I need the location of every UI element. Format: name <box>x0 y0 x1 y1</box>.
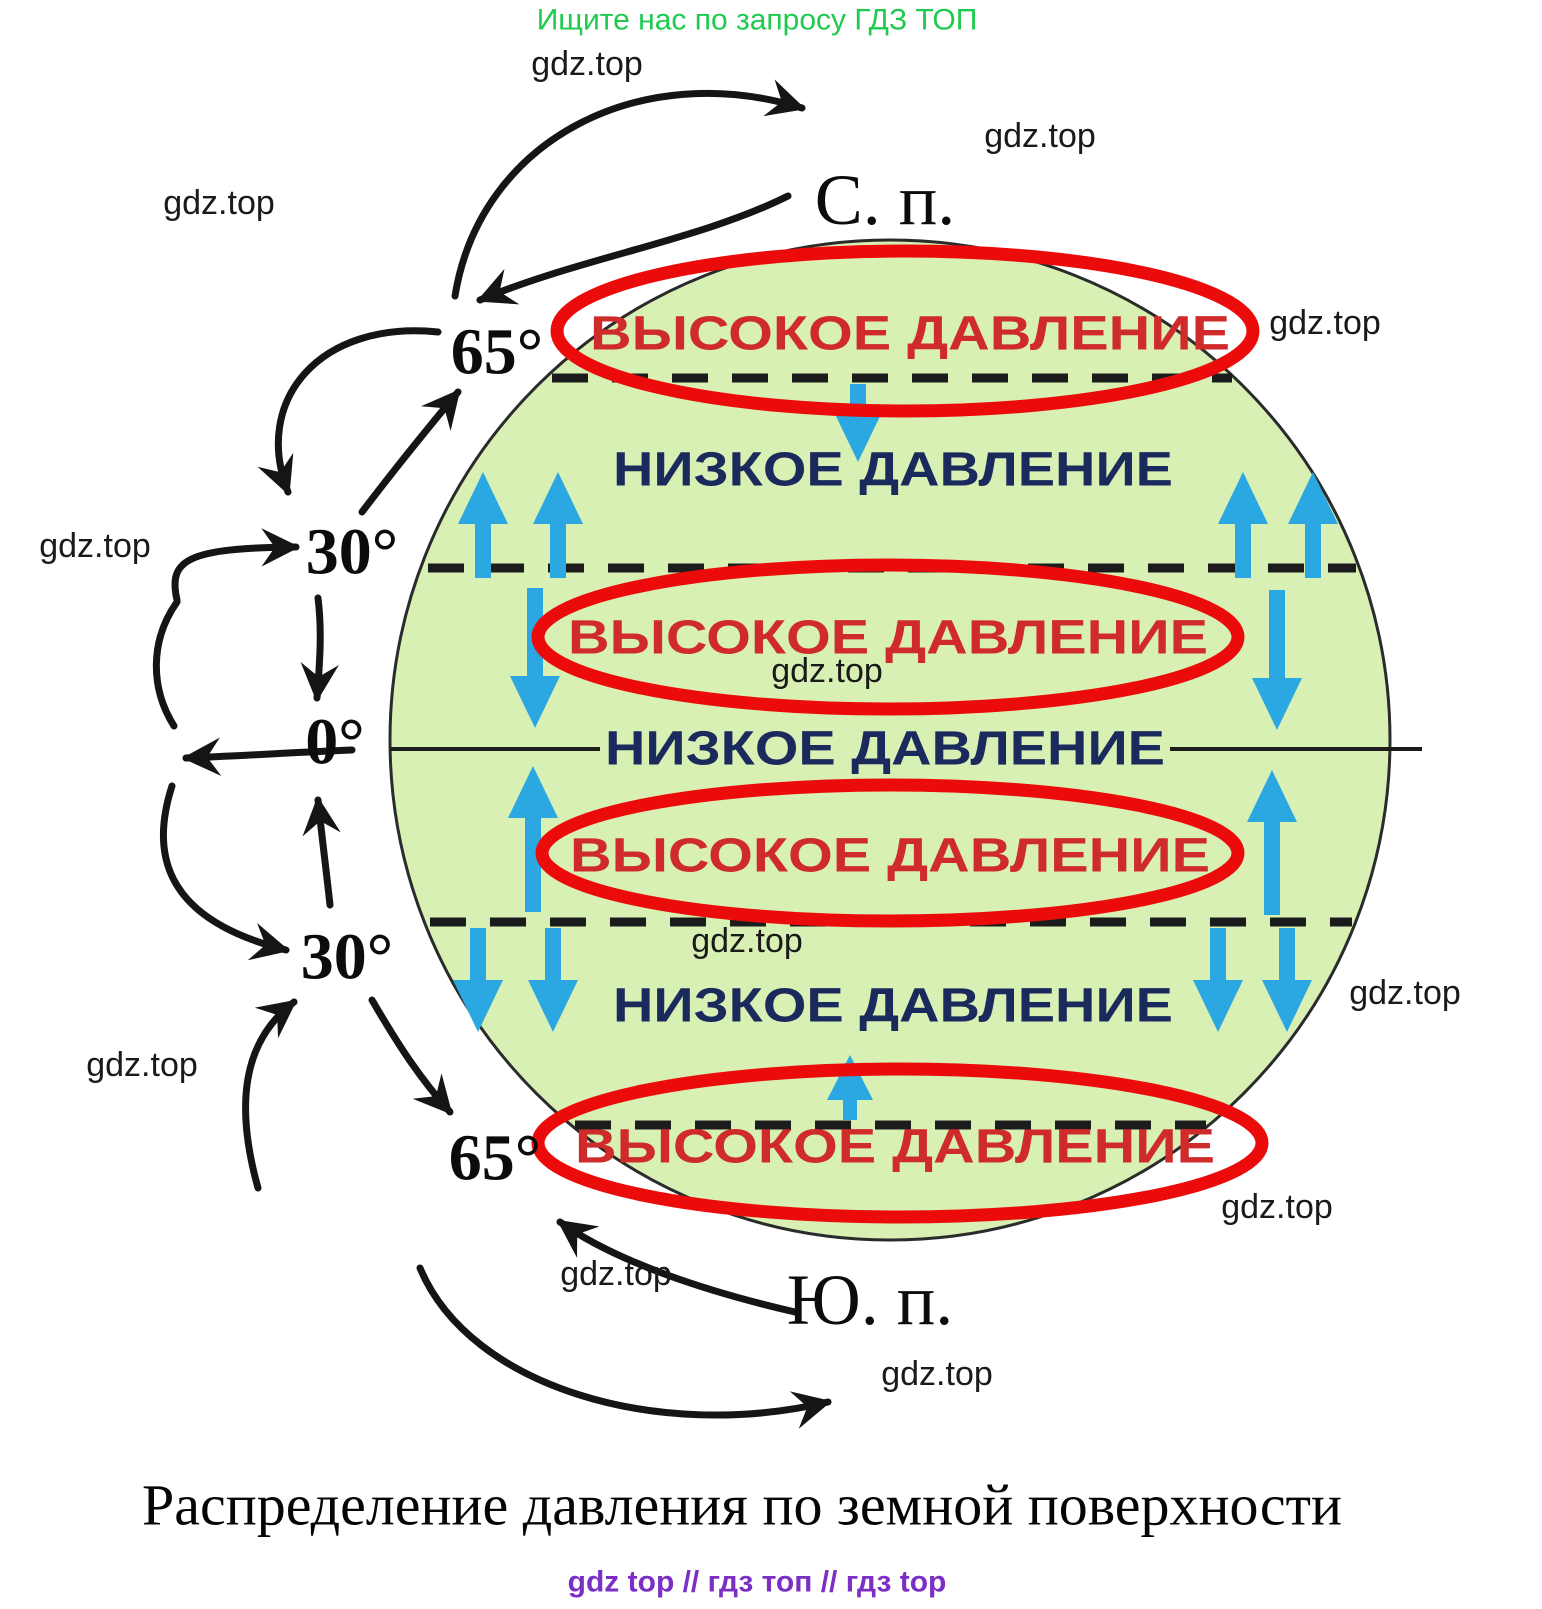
latitude-label-65n: 65° <box>451 316 543 389</box>
footer-text: gdz top // гдз топ // гдз top <box>568 1566 947 1599</box>
circulation-arrow-30n-to-65n <box>358 388 462 516</box>
circulation-arrow-65n-to-npole <box>451 79 806 300</box>
high-pressure-ellipse-65n <box>550 244 1260 418</box>
downdraft-arrow-30s-left-1 <box>453 928 503 1032</box>
latitude-label-30s: 30° <box>301 921 393 994</box>
circulation-arrow-npole-to-65n <box>476 192 792 305</box>
latitude-lines <box>428 373 1356 1130</box>
pressure-labels: ВЫСОКОЕ ДАВЛЕНИЕ НИЗКОЕ ДАВЛЕНИЕ ВЫСОКОЕ… <box>568 308 1230 1174</box>
updraft-arrow-equator-right <box>1247 770 1297 915</box>
high-pressure-label-65n: ВЫСОКОЕ ДАВЛЕНИЕ <box>590 308 1230 361</box>
circulation-arrow-30s-to-65s <box>368 996 454 1116</box>
pressure-belt-ellipses <box>531 244 1269 1224</box>
high-pressure-label-30s: ВЫСОКОЕ ДАВЛЕНИЕ <box>570 830 1210 883</box>
watermark-text: gdz.top <box>1269 304 1381 342</box>
low-pressure-label-n: НИЗКОЕ ДАВЛЕНИЕ <box>613 444 1173 497</box>
air-flow-arrows <box>453 384 1338 1120</box>
downdraft-arrow-30s-left-2 <box>528 928 578 1032</box>
circulation-arrow-spole-to-65s <box>556 1218 799 1316</box>
updraft-arrow-30n-right-2 <box>1288 472 1338 578</box>
downdraft-arrow-polar-n <box>833 384 883 462</box>
watermark-text: gdz.top <box>163 184 275 222</box>
watermark-text: gdz.top <box>771 652 883 690</box>
downdraft-arrow-30s-right-1 <box>1193 928 1243 1032</box>
high-pressure-ellipse-65s <box>531 1062 1269 1224</box>
downdraft-arrow-equator-right <box>1252 590 1302 730</box>
latitude-label-0: 0° <box>305 706 364 779</box>
updraft-arrow-polar-s <box>827 1055 873 1120</box>
promo-text: Ищите нас по запросу ГДЗ ТОП <box>537 4 978 37</box>
low-pressure-label-s: НИЗКОЕ ДАВЛЕНИЕ <box>613 980 1173 1033</box>
watermark-text: gdz.top <box>531 45 643 83</box>
circulation-arc-30n-0 <box>152 598 181 730</box>
high-pressure-label-65s: ВЫСОКОЕ ДАВЛЕНИЕ <box>575 1121 1215 1174</box>
high-pressure-label-30n: ВЫСОКОЕ ДАВЛЕНИЕ <box>568 612 1208 665</box>
updraft-arrow-30n-left-2 <box>533 472 583 578</box>
updraft-arrow-equator-left <box>508 766 558 912</box>
downdraft-arrow-equator-left <box>510 588 560 728</box>
watermark-text: gdz.top <box>881 1355 993 1393</box>
figure-caption: Распределение давления по земной поверхн… <box>142 1473 1342 1538</box>
circulation-arrow-65s-to-spole <box>416 1264 832 1429</box>
circulation-arrow-30s-to-0 <box>302 796 341 909</box>
watermarks: gdz.top gdz.top gdz.top gdz.top gdz.top … <box>39 45 1461 1393</box>
circulation-arrow-65s-to-30s <box>242 998 298 1192</box>
latitude-labels: 65° 30° 0° 30° 65° <box>301 316 543 1195</box>
circulation-arrow-into-30s <box>159 782 290 961</box>
pole-label-south: Ю. п. <box>787 1260 954 1340</box>
high-pressure-ellipse-30s <box>535 778 1245 928</box>
globe-circle <box>388 238 1392 1242</box>
watermark-text: gdz.top <box>984 117 1096 155</box>
circulation-arrow-30n-to-0 <box>300 594 339 702</box>
watermark-text: gdz.top <box>39 527 151 565</box>
watermark-text: gdz.top <box>1221 1188 1333 1226</box>
watermark-text: gdz.top <box>1349 974 1461 1012</box>
circulation-arrow-65n-to-30n <box>257 327 442 496</box>
pole-label-north: С. п. <box>815 160 956 240</box>
watermark-text: gdz.top <box>691 922 803 960</box>
watermark-text: gdz.top <box>560 1255 672 1293</box>
latitude-label-30n: 30° <box>306 516 398 589</box>
watermark-text: gdz.top <box>86 1046 198 1084</box>
latitude-label-65s: 65° <box>449 1122 541 1195</box>
high-pressure-ellipse-30n <box>531 558 1245 716</box>
downdraft-arrow-30s-right-2 <box>1262 928 1312 1032</box>
circulation-arrow-equator-out <box>182 737 356 776</box>
low-pressure-label-equator: НИЗКОЕ ДАВЛЕНИЕ <box>605 723 1165 776</box>
circulation-arrows <box>152 79 832 1429</box>
updraft-arrow-30n-left-1 <box>458 472 508 578</box>
circulation-arrow-into-30n <box>171 528 300 604</box>
updraft-arrow-30n-right-1 <box>1218 472 1268 578</box>
